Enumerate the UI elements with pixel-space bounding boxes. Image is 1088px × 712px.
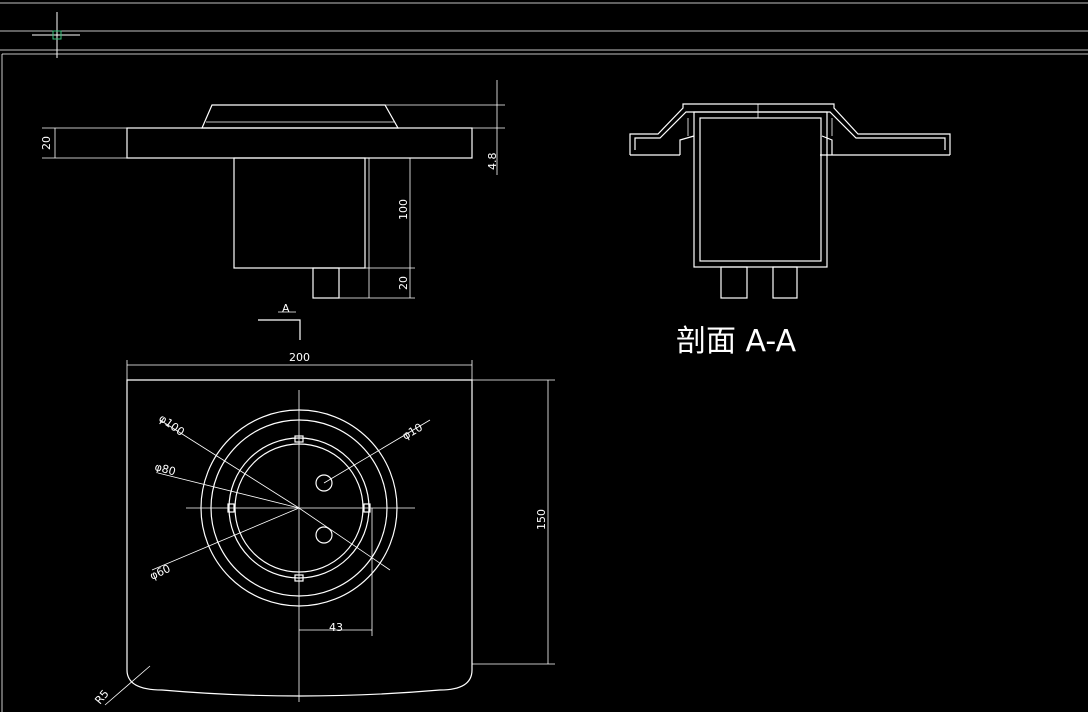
crosshair-cursor-icon — [32, 12, 80, 58]
dim-dia-80: φ80 — [153, 460, 177, 478]
section-marker — [258, 311, 301, 340]
section-a-a-view — [629, 103, 951, 299]
dim-dia-100: φ100 — [156, 412, 187, 439]
plan-view — [104, 360, 555, 706]
dim-overall-width: 200 — [289, 351, 310, 364]
front-elevation-view — [42, 80, 505, 299]
dim-lip-height: 4.8 — [486, 153, 499, 171]
dim-dia-60: φ60 — [148, 562, 173, 583]
section-marker-label: A — [282, 302, 290, 315]
dim-dia-10: φ10 — [400, 421, 425, 443]
section-title: 剖面 A-A — [676, 324, 797, 359]
dim-overall-depth: 150 — [535, 509, 548, 530]
dim-corner-radius: R5 — [92, 687, 111, 707]
dim-flange-thickness: 20 — [40, 136, 53, 150]
dim-spacing-43: 43 — [329, 621, 343, 634]
dim-outlet-length: 20 — [397, 276, 410, 290]
dim-body-height: 100 — [397, 199, 410, 220]
